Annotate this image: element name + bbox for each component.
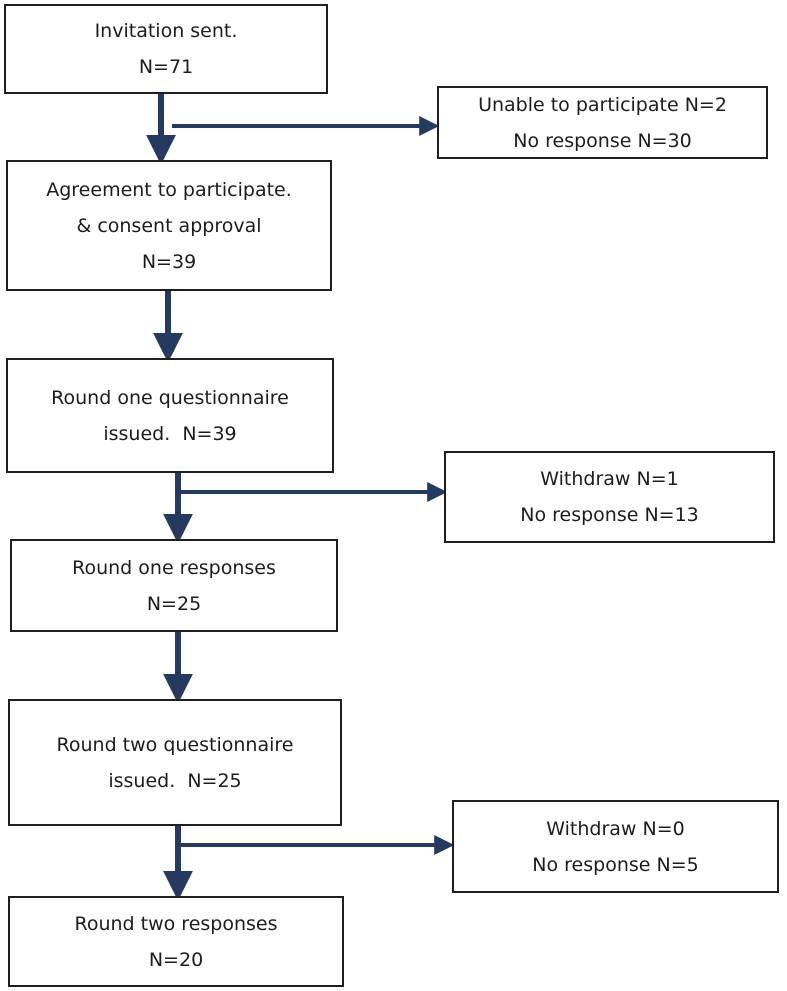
agreement-line2: & consent approval: [76, 214, 262, 237]
invitation-line1: Invitation sent.: [94, 20, 238, 42]
round2-issued-line2: issued. N=25: [108, 769, 242, 792]
round2-responses-box: Round two responses N=20: [8, 896, 344, 987]
agreement-line1: Agreement to participate.: [46, 178, 292, 201]
round1-issued-line1: Round one questionnaire: [51, 386, 289, 409]
agreement-box: Agreement to participate. & consent appr…: [6, 160, 332, 291]
round1-issued-box: Round one questionnaire issued. N=39: [6, 358, 334, 473]
agreement-line3: N=39: [141, 250, 197, 273]
round1-issued-line2: issued. N=39: [103, 422, 237, 445]
exclusion-1-line2: No response N=30: [513, 129, 692, 152]
exclusion-2-line1: Withdraw N=1: [540, 468, 679, 490]
invitation-line2: N=71: [138, 56, 194, 78]
round1-responses-line2: N=25: [146, 592, 202, 615]
exclusion-3-line2: No response N=5: [532, 853, 699, 876]
round1-responses-box: Round one responses N=25: [10, 539, 338, 632]
round2-responses-line1: Round two responses: [74, 912, 278, 935]
invitation-box: Invitation sent. N=71: [4, 4, 328, 94]
exclusion-2-line2: No response N=13: [520, 504, 699, 526]
exclusion-box-1: Unable to participate N=2 No response N=…: [437, 86, 768, 159]
round2-issued-line1: Round two questionnaire: [56, 733, 294, 756]
round1-responses-line1: Round one responses: [72, 556, 276, 579]
round2-issued-box: Round two questionnaire issued. N=25: [8, 699, 342, 826]
exclusion-3-line1: Withdraw N=0: [546, 817, 685, 840]
round2-responses-line2: N=20: [148, 948, 204, 971]
exclusion-1-line1: Unable to participate N=2: [478, 93, 727, 116]
exclusion-box-2: Withdraw N=1 No response N=13: [444, 451, 775, 543]
exclusion-box-3: Withdraw N=0 No response N=5: [452, 800, 779, 893]
